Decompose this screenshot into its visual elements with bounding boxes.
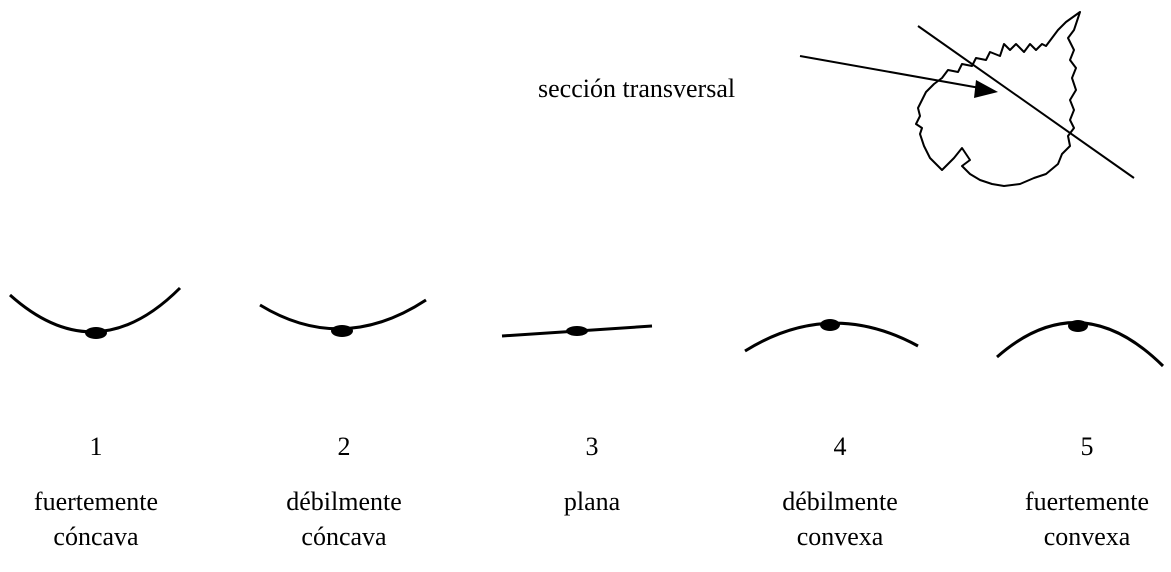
shape-1-curve	[9, 286, 182, 334]
shape-1-midrib	[85, 327, 107, 339]
shape-4-description-line1: débilmente	[782, 487, 898, 516]
pointer-arrow-shaft	[799, 55, 981, 89]
shape-2-description-line1: débilmente	[286, 487, 402, 516]
shape-2-description-line2: cóncava	[301, 522, 387, 551]
shape-2-midrib	[331, 325, 353, 337]
shape-5-description: fuertemente convexa	[977, 484, 1171, 554]
shape-2-description: débilmente cóncava	[234, 484, 454, 554]
shape-1-description-line1: fuertemente	[33, 487, 159, 516]
shape-2-curve	[259, 298, 427, 331]
shape-5-number: 5	[1080, 432, 1094, 461]
shape-2-number: 2	[337, 432, 351, 461]
shape-1-description-line2: cóncava	[53, 522, 139, 551]
shape-1-number: 1	[89, 432, 103, 461]
shape-1-description: fuertemente cóncava	[0, 484, 206, 554]
shape-4-number: 4	[833, 432, 847, 461]
shape-5-description-line1: fuertemente	[1024, 487, 1150, 516]
pointer-arrowhead	[974, 80, 998, 98]
section-label: sección transversal	[538, 74, 736, 103]
shape-5-midrib	[1068, 320, 1088, 332]
shape-5-description-line2: convexa	[1043, 522, 1131, 551]
shape-3-number: 3	[585, 432, 599, 461]
shape-4-midrib	[820, 319, 840, 331]
shape-3-midrib	[566, 326, 588, 336]
shape-3-description: plana	[482, 484, 702, 519]
shape-4-description-line2: convexa	[796, 522, 884, 551]
shape-4-description: débilmente convexa	[730, 484, 950, 554]
shape-3-description-line1: plana	[563, 487, 621, 516]
leaf-outline	[915, 11, 1081, 187]
cross-section-line	[917, 25, 1135, 179]
